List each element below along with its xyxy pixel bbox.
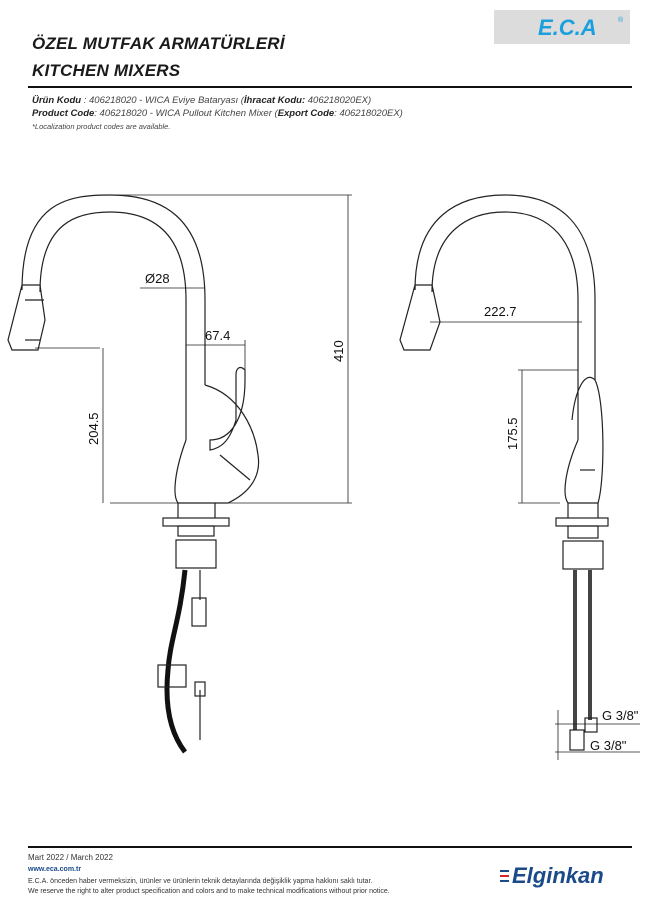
svg-text:®: ®	[618, 16, 624, 24]
page-title-en: KITCHEN MIXERS	[32, 61, 181, 80]
dim-spout-reach: 222.7	[484, 304, 517, 319]
footer-date: Mart 2022 / March 2022	[28, 853, 113, 862]
elginkan-logo: Elginkan	[512, 863, 604, 888]
text: : 406218020 - WICA Eviye Bataryası (	[81, 95, 244, 106]
side-view	[399, 194, 609, 751]
dim-spout-height-side: 175.5	[505, 417, 520, 450]
localization-note: *Localization product codes are availabl…	[32, 122, 171, 131]
eca-logo: E.C.A ®	[494, 10, 630, 44]
dim-thread-1: G 3/8"	[602, 708, 639, 723]
product-code-tr: Ürün Kodu : 406218020 - WICA Eviye Batar…	[32, 95, 371, 107]
label: Ürün Kodu	[32, 95, 82, 106]
header-divider	[28, 86, 632, 88]
dim-handle-reach: 67.4	[205, 328, 230, 343]
elginkan-logo-mark	[500, 870, 509, 882]
front-view	[7, 194, 260, 754]
side-dimensions	[430, 321, 640, 760]
dim-spout-height-front: 204.5	[86, 412, 101, 445]
footer-divider	[28, 846, 632, 848]
dim-total-height: 410	[331, 340, 346, 362]
footer-disclaimer-tr: E.C.A. önceden haber vermeksizin, ürünle…	[28, 878, 373, 885]
dim-thread-2: G 3/8"	[590, 738, 627, 753]
text: : 406218020 - WICA Pullout Kitchen Mixer…	[94, 108, 278, 119]
label: Product Code	[32, 108, 95, 119]
label: Export Code	[277, 108, 335, 119]
dim-diameter: Ø28	[145, 271, 170, 286]
footer-disclaimer-en: We reserve the right to alter product sp…	[28, 888, 390, 895]
front-dimensions	[35, 194, 352, 504]
page-title-tr: ÖZEL MUTFAK ARMATÜRLERİ	[32, 34, 285, 53]
text: : 406218020EX)	[334, 108, 403, 119]
label: İhracat Kodu:	[243, 95, 306, 106]
text: 406218020EX)	[305, 95, 372, 106]
footer-website[interactable]: www.eca.com.tr	[28, 866, 82, 873]
product-code-en: Product Code: 406218020 - WICA Pullout K…	[32, 108, 403, 120]
technical-drawing: Ø28 67.4 410 204.5 222.7 175.5 G 3/8" G …	[7, 194, 640, 760]
svg-text:E.C.A: E.C.A	[538, 15, 597, 40]
